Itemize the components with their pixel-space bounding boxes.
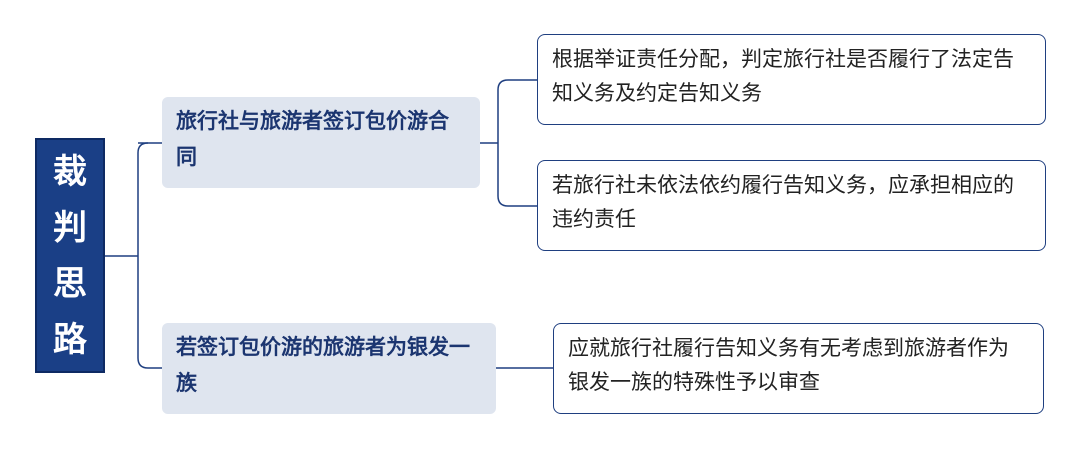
- branch-node-2: 若签订包价游的旅游者为银发一族: [162, 323, 496, 414]
- branch-1-connector: [480, 79, 537, 207]
- leaf-node-1-2: 若旅行社未依法依约履行告知义务，应承担相应的违约责任: [537, 160, 1046, 251]
- leaf-label: 根据举证责任分配，判定旅行社是否履行了法定告知义务及约定告知义务: [552, 47, 1014, 105]
- branch-label: 旅行社与旅游者签订包价游合同: [176, 109, 449, 169]
- leaf-label: 应就旅行社履行告知义务有无考虑到旅游者作为银发一族的特殊性予以审查: [568, 336, 1009, 394]
- leaf-node-2-1: 应就旅行社履行告知义务有无考虑到旅游者作为银发一族的特殊性予以审查: [553, 323, 1044, 414]
- leaf-node-1-1: 根据举证责任分配，判定旅行社是否履行了法定告知义务及约定告知义务: [537, 34, 1046, 125]
- root-label: 裁判思路: [53, 151, 87, 360]
- branch-node-1: 旅行社与旅游者签订包价游合同: [162, 97, 480, 188]
- root-connector: [105, 142, 162, 369]
- leaf-label: 若旅行社未依法依约履行告知义务，应承担相应的违约责任: [552, 173, 1014, 231]
- root-node: 裁判思路: [35, 138, 105, 373]
- branch-label: 若签订包价游的旅游者为银发一族: [176, 335, 470, 395]
